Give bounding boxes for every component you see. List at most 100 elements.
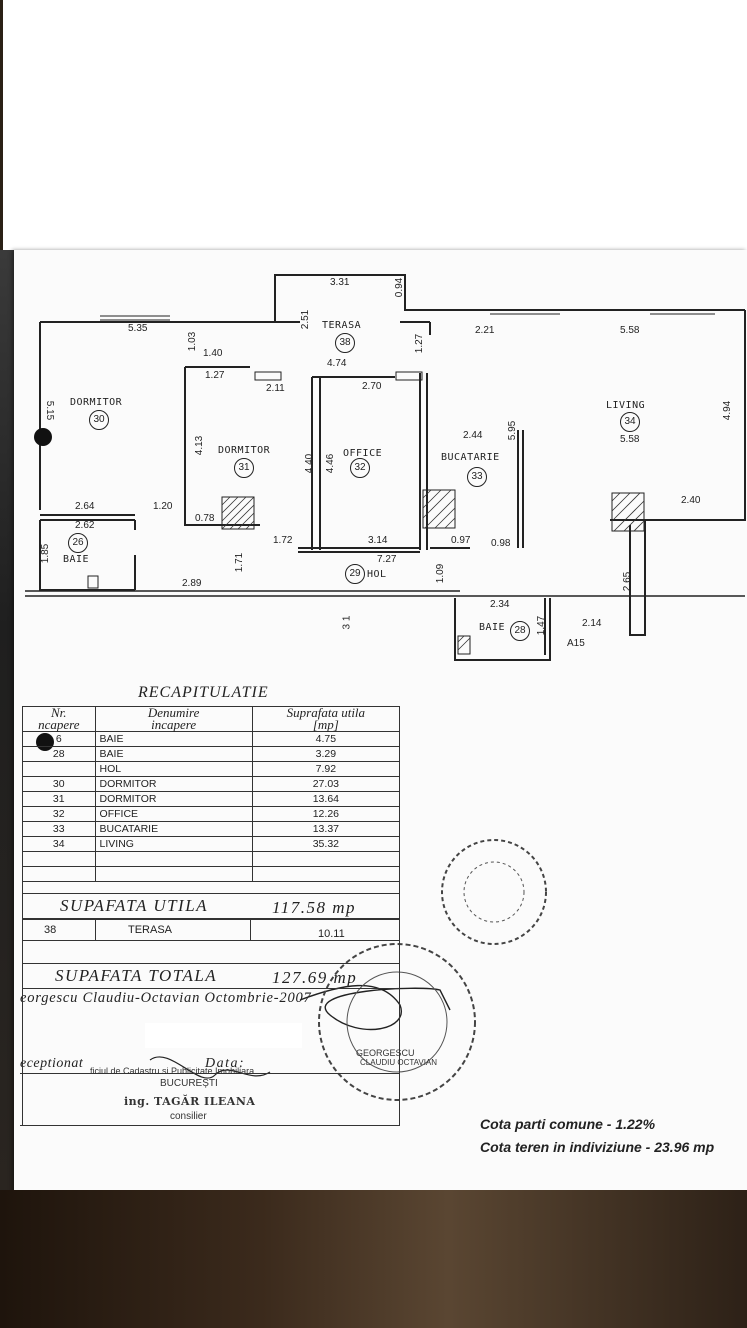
cell-name: BUCATARIE: [94, 821, 253, 837]
punch-hole: [34, 428, 52, 446]
room-dormitor31-label: DORMITOR: [218, 445, 271, 456]
receptionat-label: eceptionat: [20, 1056, 84, 1071]
cell-area: 13.37: [251, 821, 401, 837]
room-hol-label: HOL: [367, 569, 387, 580]
room-office-number: 32: [350, 458, 370, 478]
header-denumire-text: Denumire incapere: [147, 705, 200, 732]
cell-name: BAIE: [94, 731, 253, 747]
cell-area: 35.32: [251, 836, 401, 852]
cell-nr: 32: [22, 806, 96, 822]
room-bucatarie-number: 33: [467, 467, 487, 487]
cell-nr: 31: [22, 791, 96, 807]
cell-area: 3.29: [251, 746, 401, 762]
dimension: 1.71: [234, 552, 246, 573]
table-row: [22, 851, 401, 867]
totala-value: 127.69 mp: [272, 968, 358, 987]
dimension: 1.27: [205, 370, 225, 381]
room-baie28-label: BAIE: [479, 622, 506, 633]
cell-area: 12.26: [251, 806, 401, 822]
header-nr: Nr. ncapere: [22, 705, 96, 732]
terasa-row-area: 10.11: [318, 928, 345, 940]
cell-name: OFFICE: [94, 806, 253, 822]
redacted-area: [145, 1023, 302, 1048]
dimension: 3 1: [341, 615, 353, 630]
dimension: 2.21: [475, 325, 495, 336]
room-terasa-number: 38: [335, 333, 355, 353]
cell-nr: [22, 761, 96, 777]
cell-name: [94, 851, 253, 867]
dimension: 1.09: [435, 563, 447, 584]
dimension: A15: [567, 638, 585, 649]
dimension: 5.15: [44, 400, 56, 421]
cell-area: [251, 851, 401, 867]
cell-name: HOL: [94, 761, 253, 777]
header-nr-text: Nr. ncapere: [38, 705, 80, 732]
dimension: 1.40: [203, 348, 223, 359]
cell-nr: 33: [22, 821, 96, 837]
background-edge: [0, 0, 3, 250]
terasa-row-divider: [95, 919, 96, 941]
dimension: 2.70: [362, 381, 382, 392]
cell-nr: 34: [22, 836, 96, 852]
dimension: 4.74: [327, 358, 347, 369]
dimension: 2.40: [681, 495, 701, 506]
dimension: 2.11: [266, 383, 285, 394]
background-table: [0, 1190, 747, 1328]
header-denumire: Denumire incapere: [94, 705, 253, 732]
stamp-name: GEORGESCU: [356, 1048, 415, 1058]
signature-line: [20, 1073, 400, 1074]
utila-value: 117.58 mp: [272, 898, 357, 917]
utila-label: SUPAFATA UTILA: [60, 896, 209, 915]
dimension: 7.27: [377, 554, 397, 565]
dimension: 2.62: [75, 520, 95, 531]
cota-teren: Cota teren in indiviziune - 23.96 mp: [480, 1139, 715, 1155]
room-office-label: OFFICE: [343, 448, 383, 459]
cell-area: 4.75: [251, 731, 401, 747]
room-terasa-label: TERASA: [322, 320, 362, 331]
room-bucatarie-label: BUCATARIE: [441, 452, 500, 463]
totala-label: SUPAFATA TOTALA: [55, 966, 218, 985]
cell-area: 27.03: [251, 776, 401, 792]
room-dormitor31-number: 31: [234, 458, 254, 478]
dimension: 2.65: [622, 571, 634, 592]
oficiul-text: ficiul de Cadastru si Publicitate Imobil…: [90, 1066, 255, 1076]
dimension: 0.98: [491, 538, 511, 549]
cell-nr: [22, 866, 96, 882]
dimension: 2.89: [182, 578, 202, 589]
room-living-number: 34: [620, 412, 640, 432]
terasa-row-name: TERASA: [128, 924, 173, 936]
dimension: 1.27: [414, 333, 426, 354]
table-row: [22, 866, 401, 882]
terasa-row-nr: 38: [44, 924, 57, 936]
terasa-row-divider: [250, 919, 251, 941]
dimension: 0.97: [451, 535, 471, 546]
dimension: 3.14: [368, 535, 388, 546]
cell-nr: 30: [22, 776, 96, 792]
frame-right-edge: [399, 706, 400, 1126]
bucuresti-text: BUCUREȘTI: [160, 1078, 218, 1089]
dimension: 1.47: [536, 615, 548, 636]
data-label: Data:: [205, 1056, 246, 1071]
background-left: [0, 250, 18, 1190]
header-suprafata-text: Suprafata utila [mp]: [286, 705, 366, 732]
cell-nr: 28: [22, 746, 96, 762]
table-header-row: Nr. ncapere Denumire incapere Suprafata …: [22, 705, 401, 732]
author-line: eorgescu Claudiu-Octavian Octombrie-2007: [20, 990, 312, 1006]
dimension: 1.03: [187, 331, 199, 352]
dimension: 1.72: [273, 535, 293, 546]
room-hol-number: 29: [345, 564, 365, 584]
room-living-label: LIVING: [606, 400, 646, 411]
dimension: 0.94: [394, 277, 406, 298]
dimension: 4.40: [304, 453, 316, 474]
footer-line: [20, 1125, 400, 1126]
cell-name: DORMITOR: [94, 791, 253, 807]
dimension: 4.13: [194, 435, 206, 456]
